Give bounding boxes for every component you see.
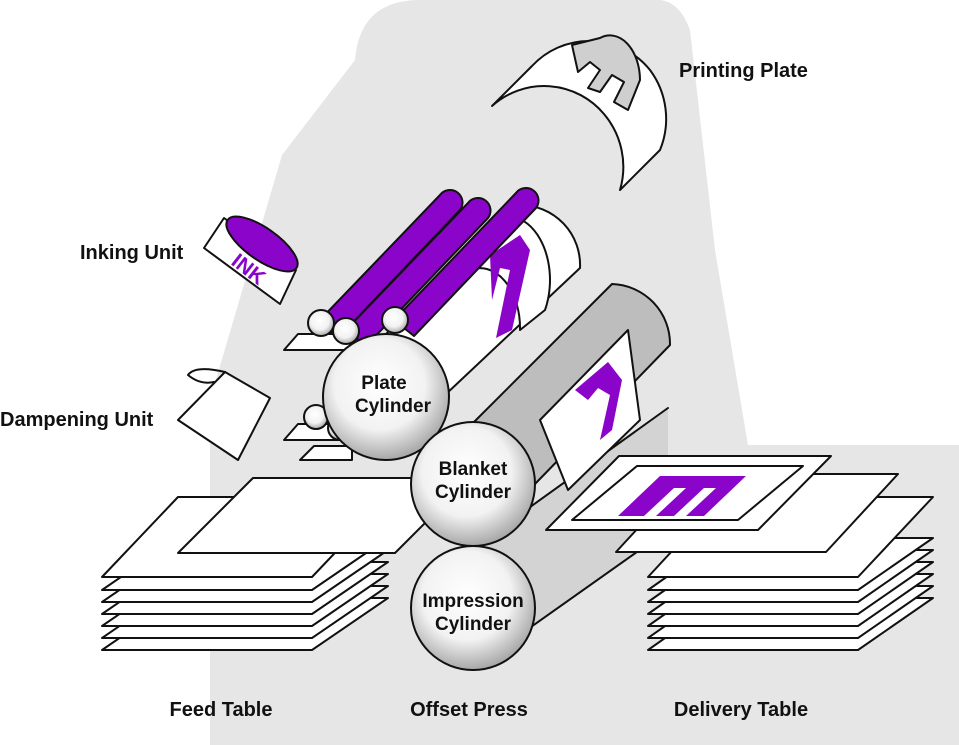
feed-table-stack xyxy=(101,477,471,651)
dampening-unit-label: Dampening Unit xyxy=(0,409,154,431)
feed-table-label: Feed Table xyxy=(170,699,273,721)
blanket-cylinder-label-1: Blanket xyxy=(439,459,508,480)
printing-plate xyxy=(491,34,668,191)
ink-can-icon: INK xyxy=(203,215,299,305)
offset-press-label: Offset Press xyxy=(410,699,528,721)
delivery-table-label: Delivery Table xyxy=(674,699,808,721)
impression-cylinder-label-2: Cylinder xyxy=(435,614,512,635)
inking-unit-label: Inking Unit xyxy=(80,242,184,264)
printed-image xyxy=(618,476,746,516)
delivery-table-stack xyxy=(545,455,934,651)
impression-cylinder-label-1: Impression xyxy=(422,591,523,612)
blanket-cylinder-label-2: Cylinder xyxy=(435,482,512,503)
blanket-cylinder xyxy=(472,283,672,491)
plate-cylinder-label-1: Plate xyxy=(361,373,406,394)
plate-cylinder-end xyxy=(322,333,450,461)
water-pitcher-icon xyxy=(177,368,271,461)
printing-plate-label: Printing Plate xyxy=(679,60,808,82)
impression-cylinder-end xyxy=(410,545,536,671)
plate-cylinder-label-2: Cylinder xyxy=(355,396,432,417)
